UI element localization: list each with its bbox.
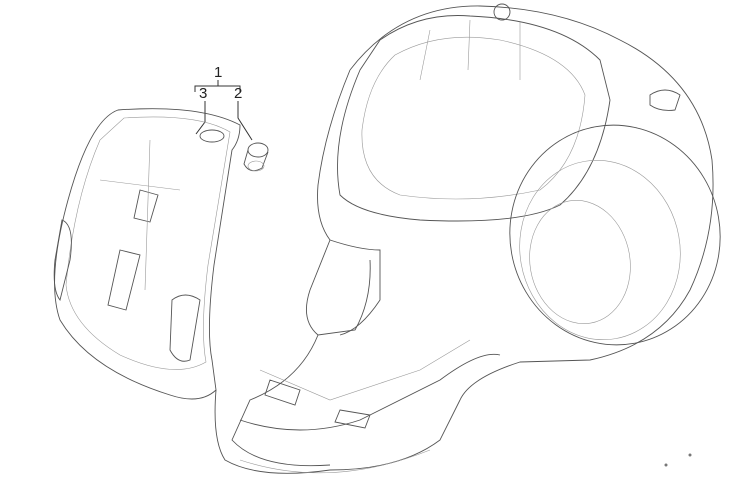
scooter-body-part (214, 3, 721, 474)
callout-2: 2 (234, 85, 243, 102)
cap-part (243, 142, 269, 172)
callout-1: 1 (214, 64, 223, 81)
callout-3: 3 (199, 85, 208, 102)
front-shield-part (53, 108, 241, 400)
